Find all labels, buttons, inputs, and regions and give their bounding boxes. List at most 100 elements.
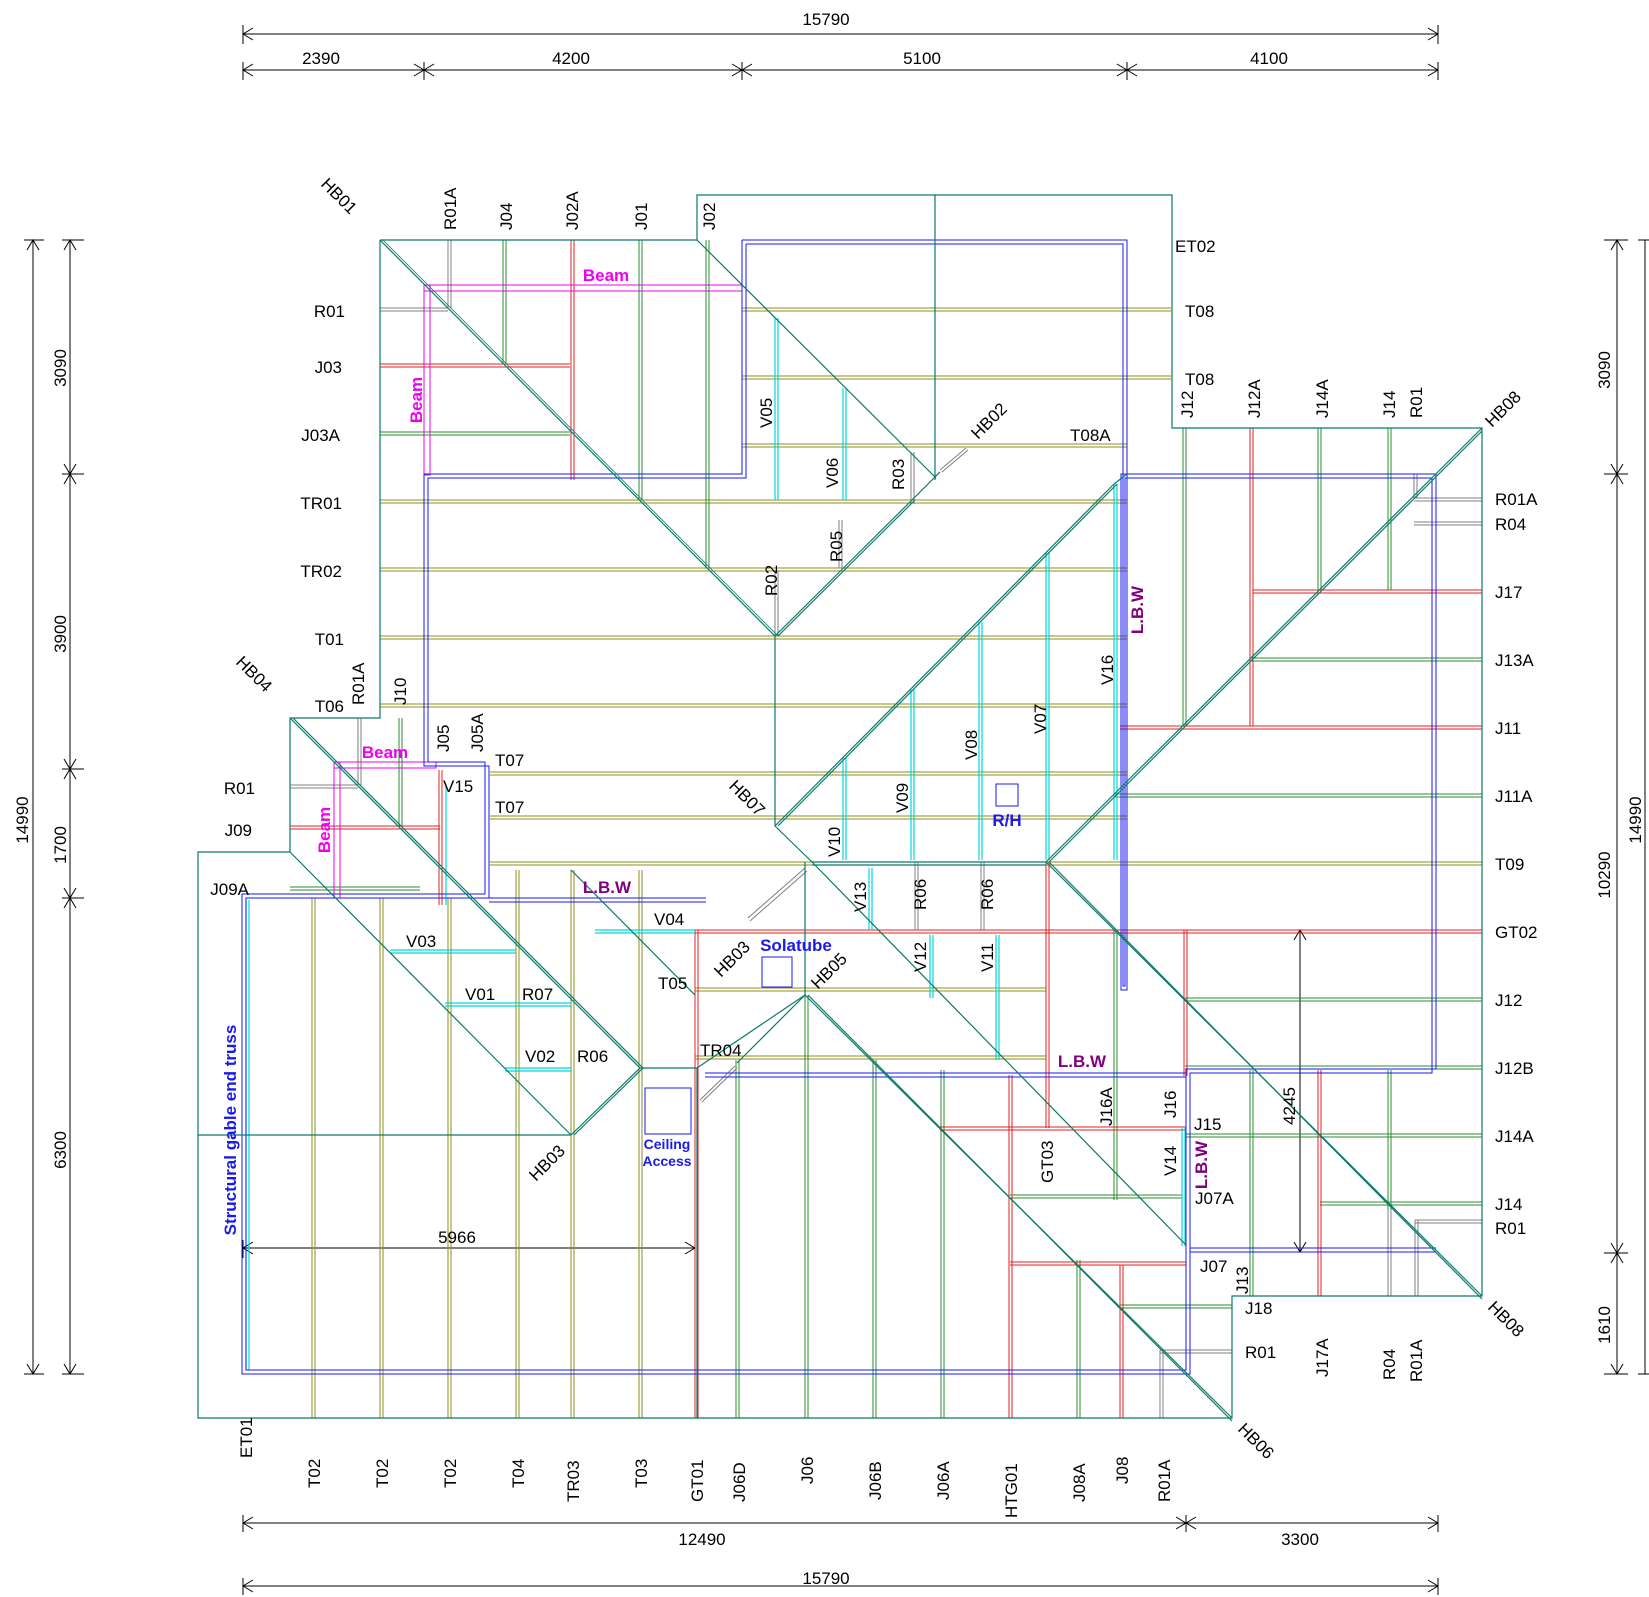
valley-members: [245, 318, 1186, 1370]
truss-label: T02: [305, 1459, 324, 1488]
truss-label: V04: [654, 910, 684, 929]
truss-label: V02: [525, 1047, 555, 1066]
gable-label: Structural gable end truss: [221, 1025, 240, 1236]
dim-left-seg: 3090: [51, 349, 70, 387]
truss-label: V09: [893, 783, 912, 813]
truss-label: HB01: [317, 174, 361, 218]
truss-label: V16: [1098, 655, 1117, 685]
truss-label: J08A: [1070, 1463, 1089, 1502]
truss-label: TR03: [564, 1460, 583, 1502]
truss-label: J05: [434, 725, 453, 752]
truss-label: T09: [1495, 855, 1524, 874]
ceiling-access-label: Ceiling: [644, 1136, 691, 1152]
ceiling-access-label: Access: [642, 1153, 691, 1169]
dim-top-overall: 15790: [802, 10, 849, 29]
truss-label: J07A: [1195, 1189, 1234, 1208]
dim-top-seg: 5100: [903, 49, 941, 68]
truss-label: R07: [522, 985, 553, 1004]
truss-labels: HB01 R01A J04 J02A J01 J02 R01 J03 J03A …: [210, 174, 1538, 1518]
truss-label: T07: [495, 798, 524, 817]
truss-label: GT02: [1495, 923, 1538, 942]
truss-label: J16: [1161, 1091, 1180, 1118]
truss-label: J02: [700, 203, 719, 230]
truss-label: R01A: [441, 187, 460, 230]
truss-label: J13A: [1495, 651, 1534, 670]
dimension-lines: [24, 25, 1649, 1595]
truss-label: HB07: [725, 776, 769, 820]
beam-label: Beam: [315, 807, 334, 853]
truss-label: R05: [827, 531, 846, 562]
dim-bottom-seg: 3300: [1281, 1530, 1319, 1549]
rh-label: R/H: [992, 811, 1021, 830]
truss-label: HB08: [1481, 387, 1525, 431]
truss-label: R04: [1380, 1349, 1399, 1380]
truss-label: J07: [1200, 1257, 1227, 1276]
truss-label: J12: [1178, 391, 1197, 418]
dim-right-seg: 1610: [1595, 1306, 1614, 1344]
truss-label: V01: [465, 985, 495, 1004]
truss-label: J10: [391, 678, 410, 705]
truss-label: HB03: [710, 937, 754, 981]
truss-label: V12: [911, 942, 930, 972]
dim-left-overall: 14990: [13, 796, 32, 843]
dim-inner-horizontal: 5966: [438, 1228, 476, 1247]
truss-label: TR02: [300, 562, 342, 581]
truss-label: ET01: [237, 1417, 256, 1458]
dim-bottom-seg: 12490: [678, 1530, 725, 1549]
truss-label: J17A: [1313, 1338, 1332, 1377]
truss-label: V11: [978, 943, 997, 972]
truss-label: T05: [658, 974, 687, 993]
solatube-label: Solatube: [760, 936, 832, 955]
truss-label: J03: [315, 358, 342, 377]
truss-label: T07: [495, 751, 524, 770]
ceiling-access-box: [644, 1087, 692, 1135]
truss-label: J09A: [210, 880, 249, 899]
dim-right-overall: 14990: [1626, 796, 1645, 843]
horizontal-trusses: [311, 307, 1482, 1418]
truss-label: V07: [1031, 704, 1050, 734]
truss-label: R06: [978, 879, 997, 910]
truss-label: J14: [1495, 1195, 1522, 1214]
beam-label: Beam: [407, 377, 426, 423]
rh-box: [995, 783, 1019, 807]
truss-label: HTG01: [1002, 1463, 1021, 1518]
dimension-texts: 15790 2390 4200 5100 4100 12490 3300 157…: [13, 10, 1645, 1588]
truss-label: T03: [632, 1459, 651, 1488]
truss-label: J13: [1233, 1267, 1252, 1294]
truss-label: J14A: [1313, 379, 1332, 418]
truss-label: J16A: [1097, 1087, 1116, 1126]
lbw-label: L.B.W: [1128, 585, 1147, 634]
truss-label: R06: [911, 879, 930, 910]
dim-left-seg: 6300: [51, 1131, 70, 1169]
beam-label: Beam: [362, 743, 408, 762]
truss-label: R01: [1495, 1219, 1526, 1238]
truss-label: J04: [497, 203, 516, 230]
truss-label: TR04: [700, 1041, 742, 1060]
truss-label: R02: [762, 565, 781, 596]
truss-label: J12: [1495, 991, 1522, 1010]
truss-label: T02: [441, 1459, 460, 1488]
truss-label: T06: [315, 697, 344, 716]
truss-label: J06B: [866, 1461, 885, 1500]
truss-label: T02: [373, 1459, 392, 1488]
truss-label: HB03: [525, 1141, 569, 1185]
truss-label: GT03: [1038, 1140, 1057, 1183]
truss-label: ET02: [1175, 237, 1216, 256]
truss-label: R06: [577, 1047, 608, 1066]
truss-label: HB04: [232, 652, 276, 696]
truss-label: J06A: [934, 1461, 953, 1500]
dim-left-seg: 3900: [51, 615, 70, 653]
truss-label: R01A: [349, 662, 368, 705]
wall-outlines: [241, 239, 1437, 1375]
lbw-label: L.B.W: [1058, 1052, 1107, 1071]
truss-label: V08: [962, 730, 981, 760]
lbw-label: L.B.W: [583, 878, 632, 897]
dim-top-seg: 2390: [302, 49, 340, 68]
truss-label: V05: [757, 398, 776, 428]
truss-label: J18: [1245, 1299, 1272, 1318]
truss-label: R01: [224, 779, 255, 798]
truss-label: J12A: [1245, 379, 1264, 418]
truss-label: R01: [1245, 1343, 1276, 1362]
truss-label: J03A: [301, 426, 340, 445]
